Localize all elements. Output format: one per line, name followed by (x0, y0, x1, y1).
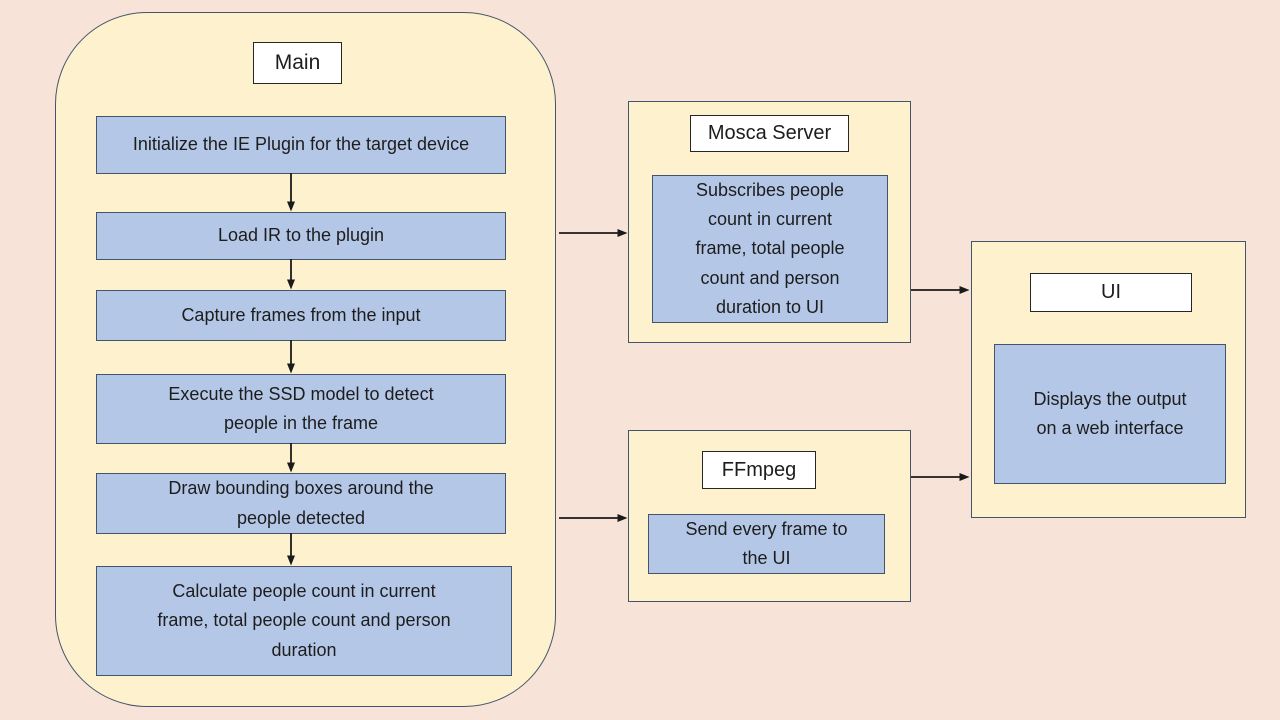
step-label: Initialize the IE Plugin for the target … (132, 134, 470, 155)
ffmpeg-task: Send every frame to the UI (648, 514, 885, 574)
ui-container: UI Displays the output on a web interfac… (971, 241, 1246, 518)
main-title-label: Main (274, 51, 321, 74)
ui-task: Displays the output on a web interface (994, 344, 1226, 484)
main-container: Main Initialize the IE Plugin for the ta… (55, 12, 556, 707)
task-label: Send every frame to the UI (685, 518, 848, 568)
step-draw-bounding-boxes: Draw bounding boxes around the people de… (96, 473, 506, 534)
step-label: Load IR to the plugin (217, 225, 385, 246)
main-title: Main (253, 42, 342, 84)
ffmpeg-container: FFmpeg Send every frame to the UI (628, 430, 911, 602)
mosca-server-title-label: Mosca Server (707, 122, 832, 144)
ffmpeg-title-label: FFmpeg (721, 458, 797, 481)
step-label: Draw bounding boxes around the people de… (168, 478, 434, 528)
task-label: Displays the output on a web interface (1033, 388, 1187, 438)
step-label: Calculate people count in current frame,… (157, 581, 451, 660)
ui-title: UI (1030, 273, 1192, 312)
step-initialize-ie-plugin: Initialize the IE Plugin for the target … (96, 116, 506, 174)
step-label: Execute the SSD model to detect people i… (168, 383, 434, 433)
task-label: Subscribes people count in current frame… (695, 180, 845, 317)
ffmpeg-title: FFmpeg (702, 451, 816, 489)
step-load-ir: Load IR to the plugin (96, 212, 506, 260)
step-execute-ssd-model: Execute the SSD model to detect people i… (96, 374, 506, 444)
step-label: Capture frames from the input (181, 304, 421, 325)
ui-title-label: UI (1101, 281, 1121, 303)
mosca-server-container: Mosca Server Subscribes people count in … (628, 101, 911, 343)
mosca-server-title: Mosca Server (690, 115, 849, 152)
step-calculate-people-count: Calculate people count in current frame,… (96, 566, 512, 676)
mosca-server-task: Subscribes people count in current frame… (652, 175, 888, 323)
step-capture-frames: Capture frames from the input (96, 290, 506, 341)
